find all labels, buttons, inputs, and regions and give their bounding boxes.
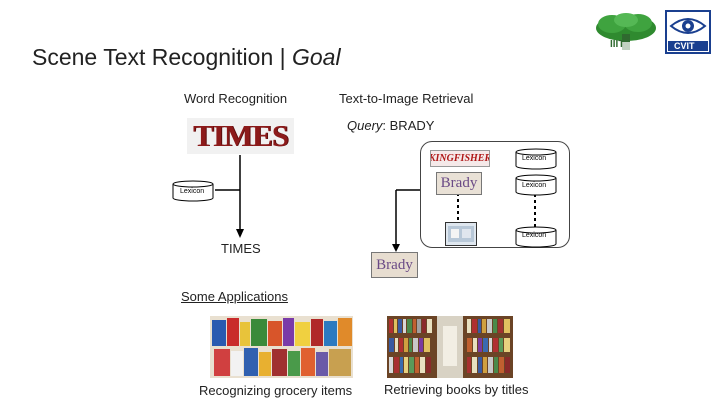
lexicon-label-1: Lexicon (522, 155, 547, 162)
lexicon-label-left: Lexicon (180, 188, 205, 195)
cvit-eye-logo-icon: CVIT (665, 10, 711, 54)
brady-image-text: Brady (440, 175, 478, 191)
logo-right-text: CVIT (674, 41, 695, 51)
retrieval-database-panel (420, 141, 570, 248)
scene-image-tile (445, 222, 477, 246)
slide-title: Scene Text Recognition | Goal (32, 44, 341, 71)
grocery-caption: Recognizing grocery items (199, 383, 353, 398)
kingfisher-image: KINGFISHER (430, 150, 490, 167)
lexicon-label-3: Lexicon (522, 232, 547, 239)
retrieved-brady-image: Brady (371, 252, 418, 278)
word-recognition-label: Word Recognition (184, 91, 288, 106)
times-output: TIMES (221, 241, 261, 256)
times-word-image: TIMES (187, 118, 294, 154)
title-goal: Goal (292, 44, 341, 70)
logo-left-text: IIIT (610, 39, 625, 50)
retrieval-label: Text-to-Image Retrieval (339, 91, 474, 106)
books-caption: Retrieving books by titles (384, 382, 529, 397)
title-main: Scene Text Recognition | (32, 44, 292, 70)
grocery-photo (210, 316, 353, 378)
brady-image: Brady (436, 172, 482, 195)
database-cylinder-icon (171, 180, 215, 202)
bookshelf-photo (387, 316, 513, 378)
database-cylinder-icon (514, 148, 558, 170)
times-image-text: TIMES (193, 118, 289, 153)
query-label: Query: BRADY (347, 118, 434, 133)
result-image-text: Brady (376, 256, 413, 273)
tree-logo-icon: IIIT (592, 12, 660, 54)
query-prefix: Query (347, 118, 383, 133)
query-value: : BRADY (382, 118, 435, 133)
lexicon-label-2: Lexicon (522, 182, 547, 189)
database-cylinder-icon (514, 226, 558, 248)
applications-heading: Some Applications (181, 289, 288, 304)
kingfisher-image-text: KINGFISHER (430, 153, 490, 164)
database-cylinder-icon (514, 174, 558, 196)
